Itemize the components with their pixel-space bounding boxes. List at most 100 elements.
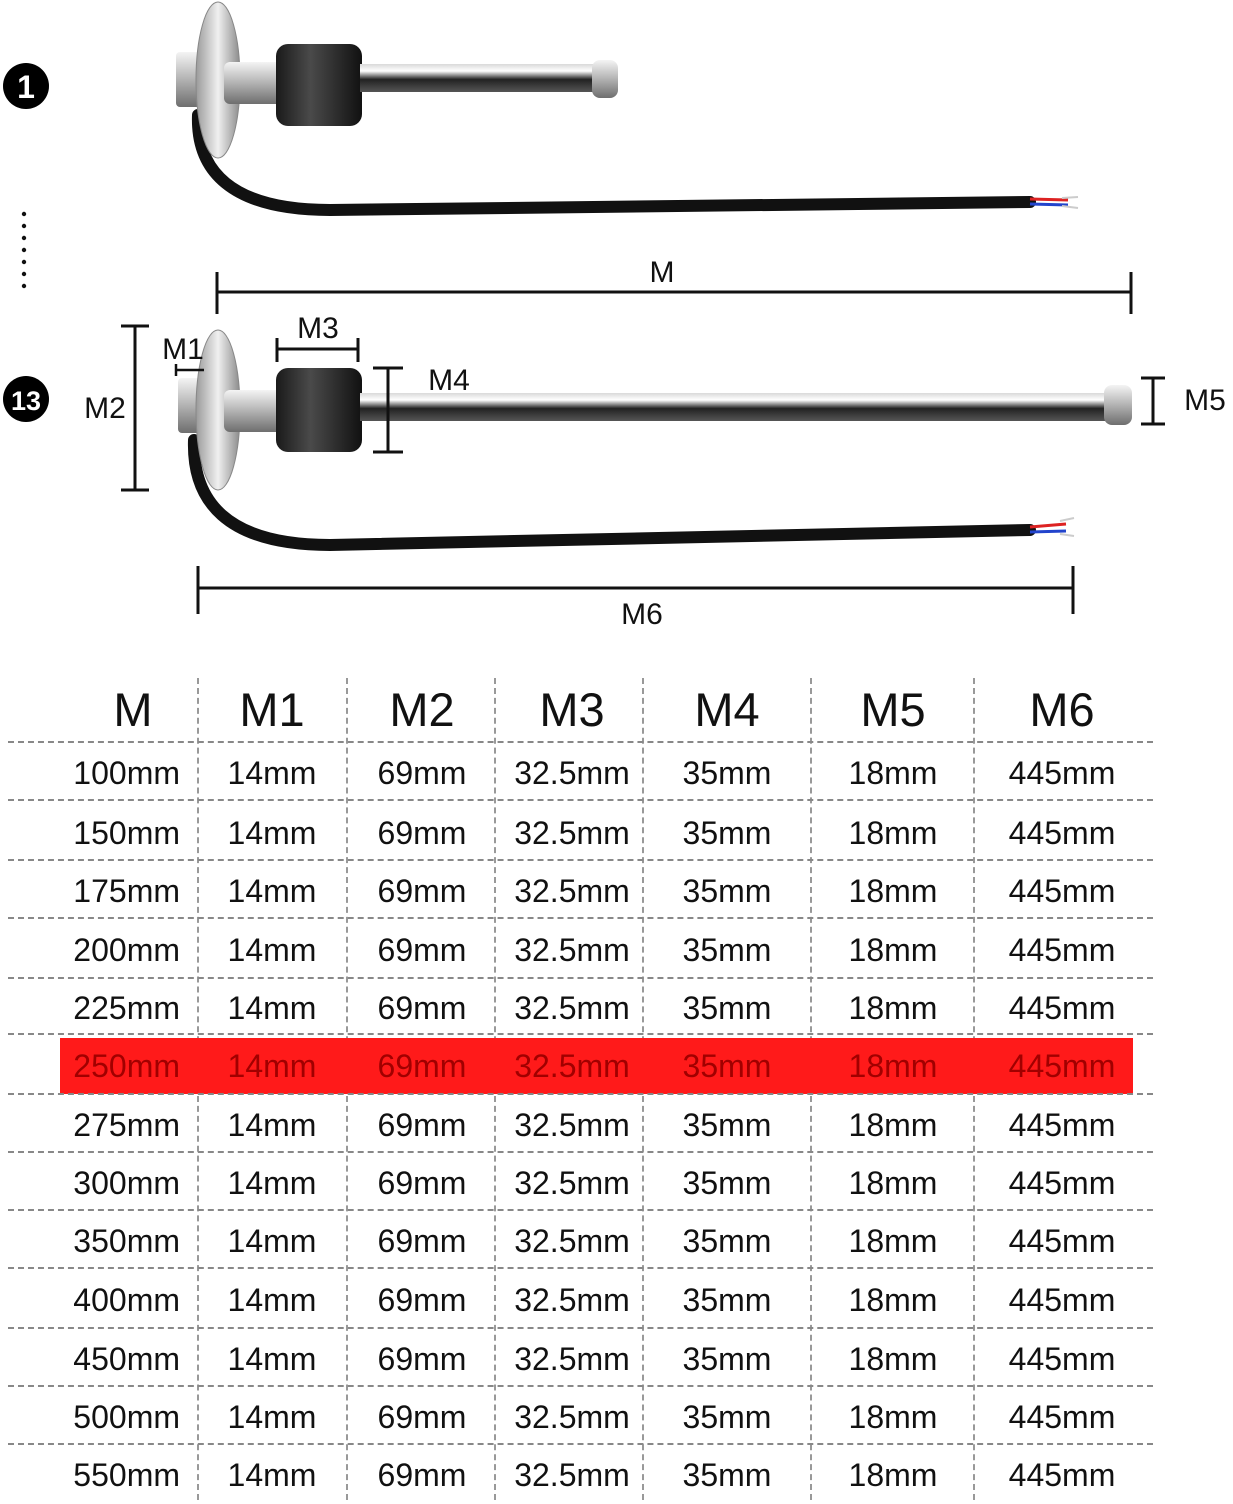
badge-first-text: 1 <box>17 69 35 105</box>
table-cell-m2: 69mm <box>377 1222 467 1259</box>
column-header-m6: M6 <box>1029 682 1095 736</box>
table-cell-m3: 32.5mm <box>514 1047 630 1084</box>
table-cell-m6: 445mm <box>1008 1281 1116 1318</box>
table-cell-m5: 18mm <box>848 1047 938 1084</box>
table-cell-m: 250mm <box>73 1047 180 1084</box>
table-cell-m4: 35mm <box>682 1456 772 1493</box>
table-cell-m6: 445mm <box>1008 1456 1116 1493</box>
table-cell-m4: 35mm <box>682 1047 772 1084</box>
table-cell-m6: 445mm <box>1008 1164 1116 1201</box>
table-cell-m1: 14mm <box>227 1340 317 1377</box>
table-cell-m: 400mm <box>73 1281 180 1318</box>
table-cell-m4: 35mm <box>682 1164 772 1201</box>
table-cell-m3: 32.5mm <box>514 754 630 791</box>
table-cell-m2: 69mm <box>377 931 467 968</box>
table-cell-m6: 445mm <box>1008 931 1116 968</box>
label-m5: M5 <box>1184 384 1226 417</box>
column-header-m1: M1 <box>239 682 305 736</box>
column-header-m2: M2 <box>389 682 455 736</box>
table-cell-m3: 32.5mm <box>514 872 630 909</box>
row-separator <box>8 859 1153 861</box>
table-cell-m: 500mm <box>73 1398 180 1435</box>
table-cell-m3: 32.5mm <box>514 989 630 1026</box>
dimension-m: M <box>215 256 1133 314</box>
badge-last-text: 13 <box>11 386 41 416</box>
table-cell-m5: 18mm <box>848 1222 938 1259</box>
table-cell-m: 275mm <box>73 1106 180 1143</box>
table-cell-m2: 69mm <box>377 1398 467 1435</box>
table-cell-m4: 35mm <box>682 872 772 909</box>
table-cell-m3: 32.5mm <box>514 1222 630 1259</box>
table-cell-m3: 32.5mm <box>514 1281 630 1318</box>
table-cell-m: 225mm <box>73 989 180 1026</box>
table-cell-m5: 18mm <box>848 989 938 1026</box>
highlight-band <box>60 1038 1133 1094</box>
table-cell-m1: 14mm <box>227 1456 317 1493</box>
table-cell-m4: 35mm <box>682 1222 772 1259</box>
table-cell-m2: 69mm <box>377 872 467 909</box>
table-cell-m4: 35mm <box>682 754 772 791</box>
dimension-m5: M5 <box>1141 376 1226 426</box>
table-cell-m5: 18mm <box>848 1456 938 1493</box>
table-cell-m6: 445mm <box>1008 1047 1116 1084</box>
table-cell-m4: 35mm <box>682 814 772 851</box>
table-cell-m1: 14mm <box>227 1164 317 1201</box>
table-cell-m6: 445mm <box>1008 872 1116 909</box>
table-cell-m: 450mm <box>73 1340 180 1377</box>
table-cell-m5: 18mm <box>848 872 938 909</box>
table-cell-m6: 445mm <box>1008 1222 1116 1259</box>
label-m4: M4 <box>428 364 470 397</box>
label-m1: M1 <box>162 333 204 366</box>
table-cell-m4: 35mm <box>682 1281 772 1318</box>
table-cell-m4: 35mm <box>682 1340 772 1377</box>
label-m: M <box>650 256 675 289</box>
table-cell-m6: 445mm <box>1008 754 1116 791</box>
dimension-m6: M6 <box>196 566 1075 631</box>
table-cell-m: 300mm <box>73 1164 180 1201</box>
product-diagram: 1 13 M <box>0 0 1233 650</box>
table-cell-m4: 35mm <box>682 1398 772 1435</box>
table-cell-m3: 32.5mm <box>514 1398 630 1435</box>
column-header-m3: M3 <box>539 682 605 736</box>
table-cell-m5: 18mm <box>848 931 938 968</box>
table-cell-m2: 69mm <box>377 1340 467 1377</box>
table-cell-m2: 69mm <box>377 754 467 791</box>
table-cell-m: 175mm <box>73 872 180 909</box>
table-cell-m: 550mm <box>73 1456 180 1493</box>
dimension-m2: M2 <box>84 324 149 492</box>
badge-first: 1 <box>3 63 49 109</box>
table-cell-m1: 14mm <box>227 1222 317 1259</box>
table-cell-m5: 18mm <box>848 1398 938 1435</box>
dimension-m3: M3 <box>275 312 360 362</box>
table-cell-m1: 14mm <box>227 814 317 851</box>
table-cell-m6: 445mm <box>1008 814 1116 851</box>
row-separator <box>8 1443 1153 1445</box>
table-cell-m2: 69mm <box>377 1281 467 1318</box>
dimension-m4: M4 <box>373 364 470 454</box>
table-cell-m5: 18mm <box>848 1106 938 1143</box>
table-cell-m3: 32.5mm <box>514 1456 630 1493</box>
table-cell-m5: 18mm <box>848 814 938 851</box>
row-separator <box>8 977 1153 979</box>
table-cell-m6: 445mm <box>1008 1106 1116 1143</box>
table-cell-m1: 14mm <box>227 1106 317 1143</box>
table-cell-m4: 35mm <box>682 931 772 968</box>
column-header-m: M <box>113 682 153 736</box>
sensor-drawing: 1 13 M <box>3 1 1226 631</box>
ellipsis-dots <box>21 211 27 289</box>
table-cell-m1: 14mm <box>227 1047 317 1084</box>
row-separator <box>8 917 1153 919</box>
table-cell-m2: 69mm <box>377 1164 467 1201</box>
table-cell-m1: 14mm <box>227 931 317 968</box>
table-cell-m: 350mm <box>73 1222 180 1259</box>
row-separator <box>8 1267 1153 1269</box>
table-cell-m3: 32.5mm <box>514 1106 630 1143</box>
